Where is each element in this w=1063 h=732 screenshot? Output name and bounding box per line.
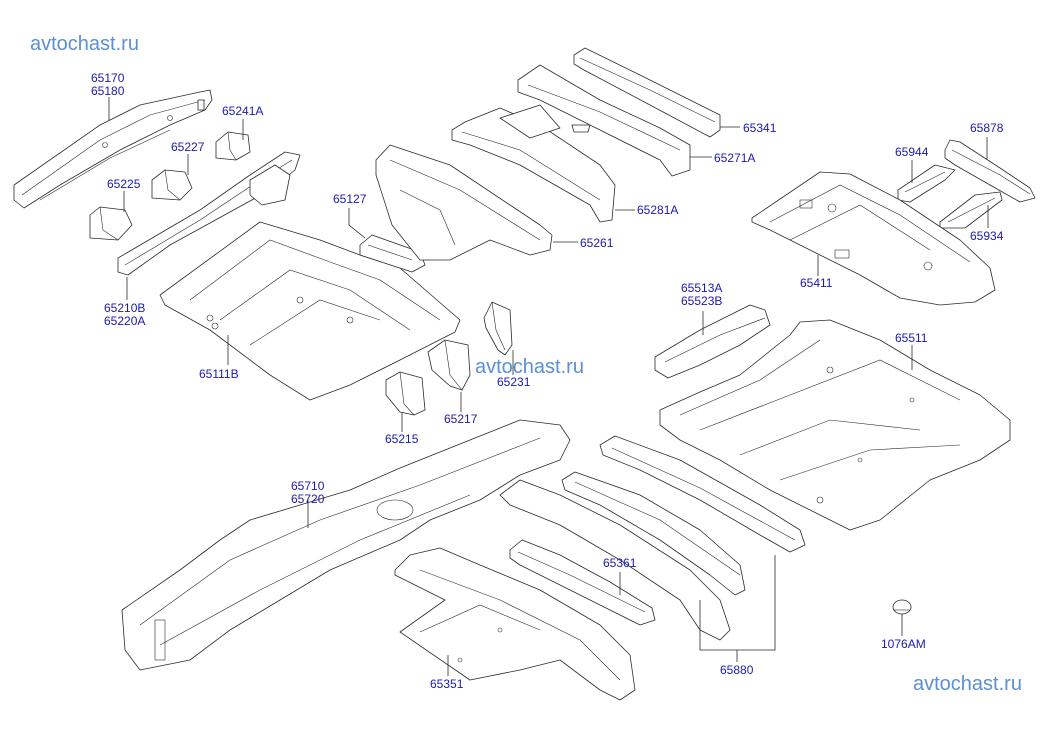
watermark: avtochast.ru <box>913 673 1022 695</box>
part-65513A-drawing[interactable] <box>654 304 771 379</box>
part-65227-drawing[interactable] <box>151 169 193 201</box>
part-65944-drawing[interactable] <box>897 164 956 203</box>
part-label-65411[interactable]: 65411 <box>800 276 833 290</box>
part-label-65215[interactable]: 65215 <box>385 432 419 446</box>
part-65231-drawing[interactable] <box>483 301 513 356</box>
part-label-65231[interactable]: 65231 <box>497 375 531 389</box>
part-number: 65170 <box>91 71 125 85</box>
part-65361-drawing[interactable] <box>509 539 656 626</box>
part-label-65170[interactable]: 65170 65180 <box>91 72 124 98</box>
part-65210B-drawing[interactable] <box>117 151 301 276</box>
part-65411-drawing[interactable] <box>751 171 996 306</box>
part-number: 65523B <box>681 294 723 308</box>
part-label-65241A[interactable]: 65241A <box>222 104 264 118</box>
part-number: 65210B <box>104 301 146 315</box>
part-65880-drawing[interactable] <box>499 435 806 641</box>
part-65215-drawing[interactable] <box>385 371 426 416</box>
part-label-65127[interactable]: 65127 <box>333 192 367 206</box>
part-label-65880[interactable]: 65880 <box>720 663 754 677</box>
leader-65127 <box>348 208 366 239</box>
part-label-65111B[interactable]: 65111B <box>199 367 239 381</box>
part-65261-drawing[interactable] <box>375 144 553 261</box>
part-65511-drawing[interactable] <box>659 319 1011 531</box>
part-number: 65720 <box>291 492 325 506</box>
part-label-65511[interactable]: 65511 <box>895 331 928 345</box>
watermark: avtochast.ru <box>30 33 139 55</box>
part-65127-drawing[interactable] <box>359 234 426 273</box>
part-65217-drawing[interactable] <box>427 339 471 391</box>
part-65878-drawing[interactable] <box>944 139 1036 203</box>
part-number: 65220A <box>104 314 146 328</box>
part-label-65361[interactable]: 65361 <box>603 556 637 570</box>
part-number: 65710 <box>291 479 325 493</box>
part-label-65351[interactable]: 65351 <box>430 677 464 691</box>
part-label-65217[interactable]: 65217 <box>444 412 478 426</box>
part-number: 65513A <box>681 281 723 295</box>
part-label-65934[interactable]: 65934 <box>970 229 1004 243</box>
part-label-65513A[interactable]: 65513A 65523B <box>681 282 722 308</box>
part-label-65261[interactable]: 65261 <box>580 236 614 250</box>
part-label-65210B[interactable]: 65210B 65220A <box>104 302 145 328</box>
part-65111B-drawing[interactable] <box>159 221 461 401</box>
part-label-65944[interactable]: 65944 <box>895 145 929 159</box>
part-65170-drawing[interactable] <box>13 89 213 209</box>
part-65241A-drawing[interactable] <box>215 131 251 161</box>
part-label-1076AM[interactable]: 1076AM <box>881 637 926 651</box>
part-label-65878[interactable]: 65878 <box>970 121 1004 135</box>
part-label-65271A[interactable]: 65271A <box>714 151 756 165</box>
part-65341-drawing[interactable] <box>573 47 721 138</box>
part-65225-drawing[interactable] <box>89 206 133 241</box>
part-65281A-drawing[interactable] <box>451 104 616 223</box>
watermark: avtochast.ru <box>475 356 584 378</box>
part-65934-drawing[interactable] <box>939 191 1003 229</box>
part-label-65281A[interactable]: 65281A <box>637 203 679 217</box>
part-65271A-drawing[interactable] <box>517 64 691 177</box>
part-label-65341[interactable]: 65341 <box>743 121 777 135</box>
leader-65880-bracket <box>699 555 776 651</box>
part-number: 65180 <box>91 84 125 98</box>
part-65351-drawing[interactable] <box>394 547 636 701</box>
part-label-65225[interactable]: 65225 <box>107 177 141 191</box>
part-1076AM-drawing[interactable] <box>892 599 912 615</box>
part-65710-drawing[interactable] <box>121 419 571 671</box>
part-label-65227[interactable]: 65227 <box>171 140 205 154</box>
part-label-65710[interactable]: 65710 65720 <box>291 480 324 506</box>
